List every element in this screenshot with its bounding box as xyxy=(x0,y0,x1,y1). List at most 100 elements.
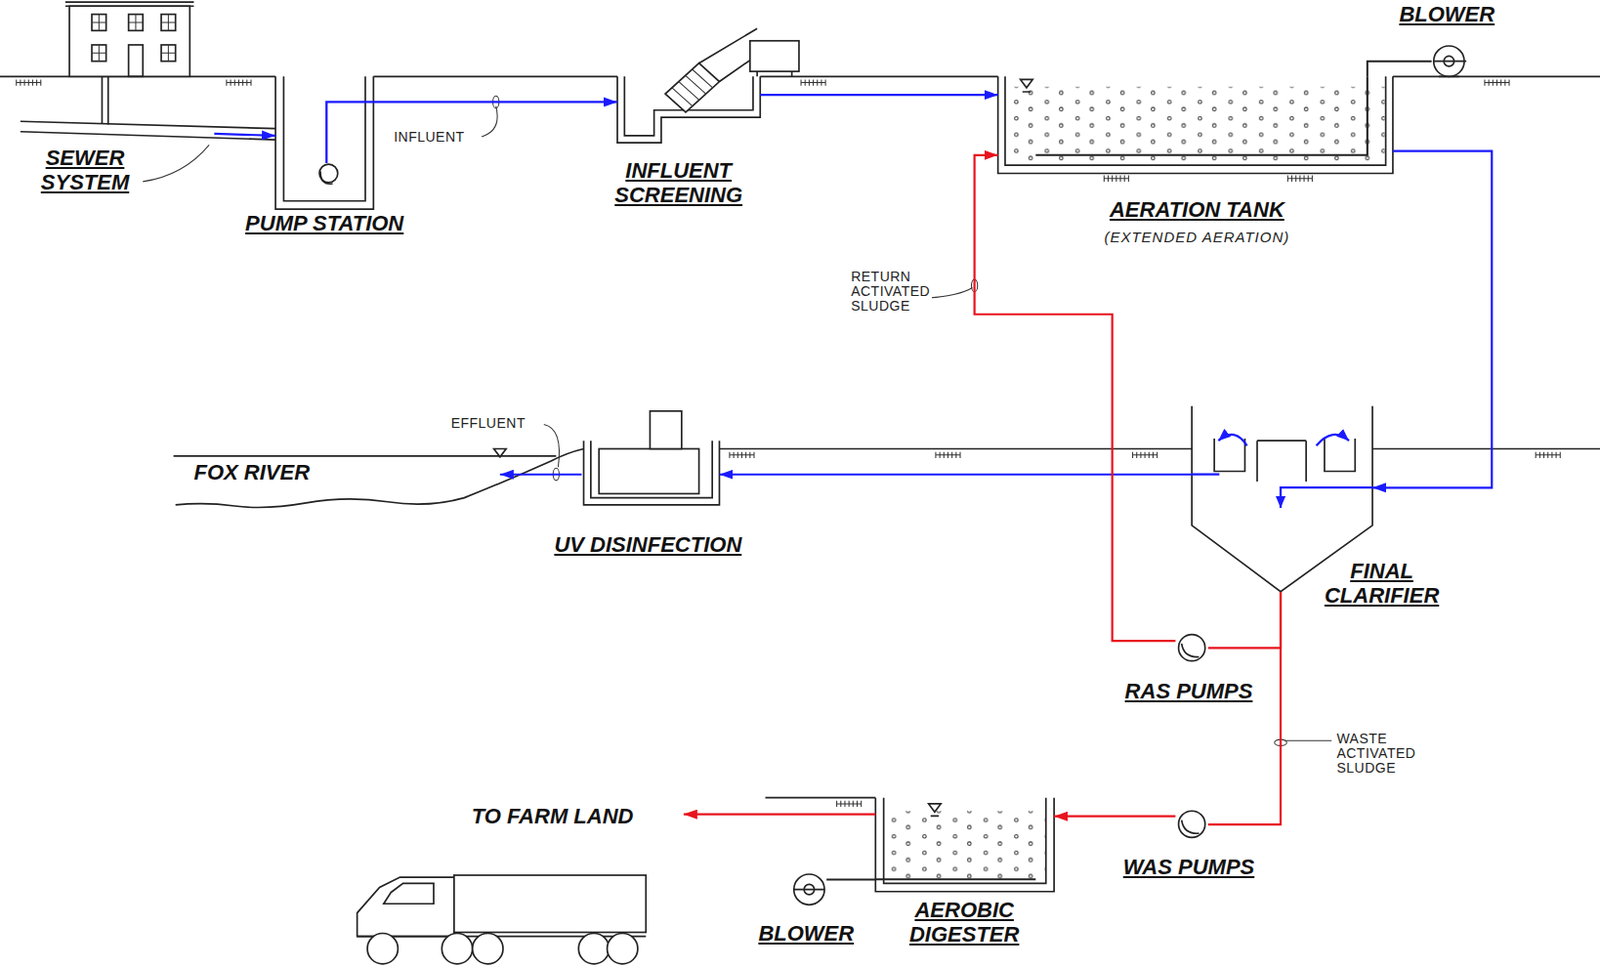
aeration-tank-basin xyxy=(1020,79,1034,92)
house xyxy=(65,1,195,125)
unit-label: PUMP STATION xyxy=(245,210,404,236)
earth-hatch xyxy=(1133,452,1158,459)
aeration-tank-basin xyxy=(998,76,1393,173)
unit-label: BLOWER xyxy=(1398,1,1495,27)
unit-label: UV DISINFECTION xyxy=(553,532,742,557)
earth-hatch xyxy=(1535,452,1560,459)
house xyxy=(161,44,176,62)
earth-hatch xyxy=(837,800,862,807)
digester-tank xyxy=(884,810,1046,881)
aerobic-digester: AEROBIC DIGESTER xyxy=(875,798,1054,892)
earth-hatch xyxy=(1103,175,1129,182)
final-clarifier: FINAL CLARIFIER xyxy=(1191,406,1373,592)
ground-line xyxy=(718,448,1600,451)
blower-symbol xyxy=(794,888,825,891)
aeration-tank: AERATION TANK(EXTENDED AERATION) xyxy=(998,76,1393,173)
flow-pipe xyxy=(1208,591,1281,825)
blower: BLOWER xyxy=(792,873,828,906)
house xyxy=(69,5,190,77)
uv-channel xyxy=(584,411,720,506)
house xyxy=(161,44,176,62)
sewer-pipe xyxy=(20,121,276,140)
digester-tank xyxy=(875,798,1054,892)
earth-hatch xyxy=(729,452,755,459)
flow-callout: RETURN ACTIVATED SLUDGE xyxy=(848,269,932,314)
truck xyxy=(454,875,646,932)
uv-channel xyxy=(584,440,720,506)
unit-label: AERATION TANK xyxy=(1109,197,1285,222)
pump: WAS PUMPS xyxy=(1175,808,1208,840)
ground-line xyxy=(0,76,1600,798)
flow-pipe xyxy=(1208,591,1281,648)
unit-label: WAS PUMPS xyxy=(1123,854,1255,880)
ground-line xyxy=(0,75,1600,78)
clarifier-tank xyxy=(1214,438,1355,471)
leader-line xyxy=(928,287,973,297)
truck xyxy=(357,875,647,965)
flow-pipe xyxy=(213,133,276,136)
pump-symbol xyxy=(1178,810,1206,838)
pump-symbol xyxy=(1181,643,1200,658)
aeration-tank-basin xyxy=(1006,86,1386,165)
aeration-tank-basin xyxy=(998,76,1393,173)
aeration-tank-basin xyxy=(1035,76,1368,155)
blower-symbol xyxy=(1433,61,1467,78)
pump-symbol xyxy=(1181,820,1200,835)
pump-station-well xyxy=(275,76,374,210)
sewer-pipe: SEWER SYSTEM xyxy=(20,114,214,141)
truck xyxy=(441,933,472,965)
flow-pipe xyxy=(718,473,1192,476)
house xyxy=(128,44,144,77)
earth-hatch xyxy=(800,79,826,85)
flow-callout: INFLUENT xyxy=(391,129,466,145)
clarifier-tank xyxy=(1280,487,1373,508)
earth-hatch xyxy=(16,79,42,85)
screen-channel xyxy=(672,69,714,107)
house xyxy=(91,14,107,32)
river: FOX RIVER xyxy=(175,456,501,506)
flow-pipe xyxy=(826,878,876,881)
earth-hatch xyxy=(1484,79,1510,85)
truck xyxy=(367,933,398,965)
clarifier-tank xyxy=(1257,440,1306,482)
blower: BLOWER xyxy=(1431,44,1468,78)
flow-pipe xyxy=(974,155,1177,641)
flow-callout: WASTE ACTIVATED SLUDGE xyxy=(1334,731,1418,776)
house xyxy=(91,44,107,62)
unit-label: FINAL CLARIFIER xyxy=(1324,558,1439,608)
screen-channel xyxy=(665,63,719,113)
ground-line xyxy=(764,797,876,800)
river xyxy=(494,448,507,457)
digester-tank xyxy=(928,803,942,817)
house xyxy=(65,1,195,6)
uv-channel xyxy=(649,411,681,450)
leader-line xyxy=(142,144,210,182)
flow-pipe xyxy=(1367,61,1432,78)
digester-tank xyxy=(875,878,1036,881)
digester-tank xyxy=(875,798,1054,892)
blower-symbol xyxy=(794,874,825,905)
truck xyxy=(607,933,638,965)
house xyxy=(128,14,144,32)
river xyxy=(175,448,585,507)
flow-callout: EFFLUENT xyxy=(449,416,528,431)
flow-pipe xyxy=(683,813,876,816)
unit-label: AEROBIC DIGESTER xyxy=(909,897,1019,947)
clarifier-tank xyxy=(1316,434,1349,446)
unit-subtitle: (EXTENDED AERATION) xyxy=(1103,228,1290,247)
clarifier-tank xyxy=(1218,434,1247,446)
pump-station: PUMP STATION xyxy=(275,76,374,210)
blower-symbol xyxy=(794,874,825,905)
flow-pipe xyxy=(500,473,583,476)
pump-station-well xyxy=(320,170,334,184)
screen-channel xyxy=(617,28,800,143)
unit-label: BLOWER xyxy=(757,921,854,946)
clarifier-tank xyxy=(1191,472,1220,475)
earth-hatch xyxy=(16,79,1561,807)
leader-line xyxy=(481,106,498,137)
house xyxy=(128,14,144,32)
house xyxy=(101,76,108,125)
truck xyxy=(357,877,455,937)
clarifier-tank xyxy=(1191,406,1373,592)
